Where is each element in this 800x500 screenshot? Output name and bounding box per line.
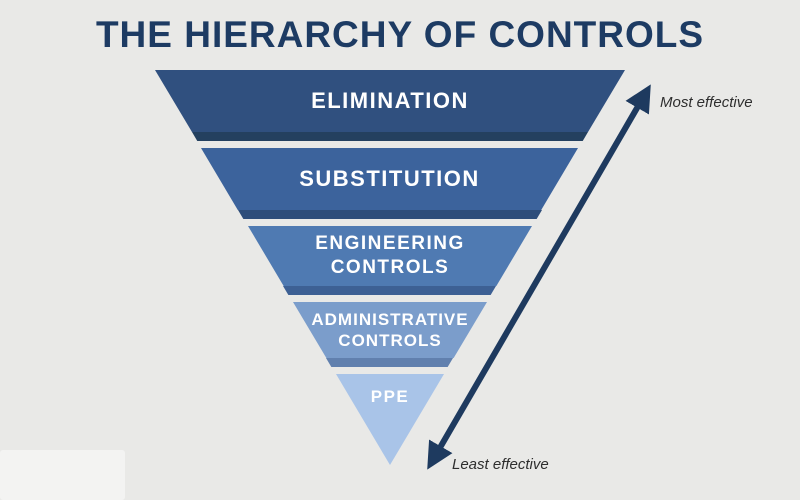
level-substitution-shadow bbox=[238, 210, 542, 219]
level-administrative-controls-shadow bbox=[326, 358, 453, 367]
most-effective-label: Most effective bbox=[660, 94, 753, 111]
arrow-shaft bbox=[427, 84, 651, 470]
level-elimination-shadow bbox=[192, 132, 588, 141]
effectiveness-arrow bbox=[427, 84, 651, 470]
page-title: THE HIERARCHY OF CONTROLS bbox=[95, 14, 705, 55]
level-engineering-controls-shadow bbox=[283, 286, 496, 295]
watermark bbox=[0, 450, 125, 500]
least-effective-label: Least effective bbox=[452, 456, 549, 473]
